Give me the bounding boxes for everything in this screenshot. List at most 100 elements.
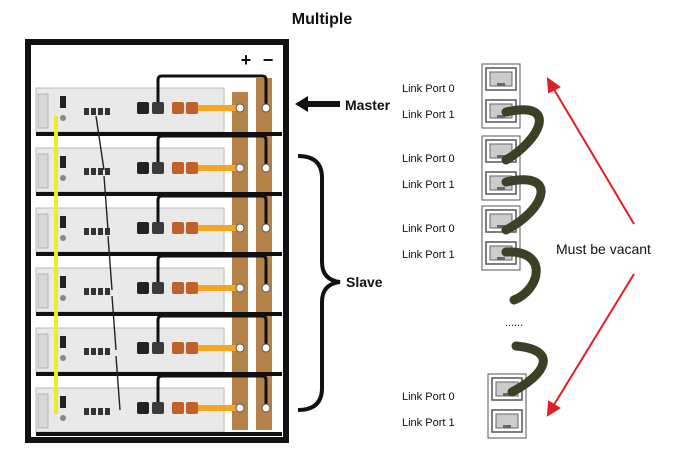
- comm-port-icon: [98, 168, 103, 175]
- positive-socket-icon: [186, 222, 198, 234]
- link-port-1-label: Link Port 1: [402, 417, 455, 429]
- shelf: [36, 372, 282, 376]
- comm-port-icon: [98, 228, 103, 235]
- comm-port-icon: [84, 288, 89, 295]
- rj45-port-icon: [491, 409, 523, 433]
- module-handle: [37, 213, 49, 249]
- slave-brace: [297, 154, 341, 412]
- comm-port-icon: [91, 348, 96, 355]
- positive-terminal-label: +: [241, 50, 252, 70]
- positive-socket-icon: [172, 162, 184, 174]
- shelf: [36, 252, 282, 256]
- busbar-bolt-icon: [261, 283, 271, 293]
- diagram-title: Multiple: [292, 11, 353, 28]
- arrow-head-up-icon: [546, 76, 561, 94]
- comm-port-icon: [91, 168, 96, 175]
- rj45-port-icon: [491, 377, 523, 401]
- rj45-port-icon: [485, 67, 517, 91]
- negative-socket-icon: [137, 282, 149, 294]
- slave-battery-module: [35, 134, 282, 196]
- link-cable: [501, 105, 544, 165]
- module-handle: [37, 93, 49, 129]
- positive-busbar: [232, 92, 248, 430]
- comm-port-icon: [84, 108, 89, 115]
- indicator-light-icon: [60, 175, 66, 181]
- shelf: [36, 192, 282, 196]
- positive-socket-icon: [186, 282, 198, 294]
- port-group-frame: [487, 373, 527, 439]
- slave-battery-module: [35, 254, 282, 316]
- positive-socket-icon: [186, 342, 198, 354]
- must-be-vacant-label: Must be vacant: [556, 241, 651, 257]
- module-handle: [37, 393, 49, 429]
- comm-port-icon: [91, 288, 96, 295]
- module-handle: [37, 273, 49, 309]
- negative-terminal-label: −: [263, 50, 274, 70]
- busbar-bolt-icon: [235, 283, 245, 293]
- port-group-frame: [481, 205, 521, 271]
- slave-label: Slave: [346, 274, 383, 290]
- comm-port-icon: [84, 168, 89, 175]
- master-battery-module: [35, 74, 282, 136]
- link-socket-icon: [152, 162, 164, 174]
- negative-cable: [156, 374, 268, 404]
- indicator-light-icon: [60, 295, 66, 301]
- arrow-head-down-icon: [546, 400, 561, 417]
- power-switch-icon: [60, 156, 66, 168]
- module-handle: [37, 333, 49, 369]
- negative-cable: [156, 74, 268, 104]
- battery-modules: [35, 74, 282, 436]
- busbar-bolt-icon: [235, 343, 245, 353]
- comm-port-icon: [84, 348, 89, 355]
- negative-socket-icon: [137, 342, 149, 354]
- power-switch-icon: [60, 96, 66, 108]
- power-switch-icon: [60, 336, 66, 348]
- negative-socket-icon: [137, 102, 149, 114]
- link-port-1-label: Link Port 1: [402, 179, 455, 191]
- negative-cable: [156, 314, 268, 344]
- comm-port-icon: [105, 108, 110, 115]
- slave-battery-module: [35, 374, 282, 436]
- link-port-0-label: Link Port 0: [402, 153, 455, 165]
- link-port-0-label: Link Port 0: [402, 391, 455, 403]
- positive-socket-icon: [172, 102, 184, 114]
- link-port-1-label: Link Port 1: [402, 109, 455, 121]
- comm-port-icon: [98, 408, 103, 415]
- comm-port-icon: [91, 108, 96, 115]
- positive-socket-icon: [186, 102, 198, 114]
- port-group-frame: [481, 63, 521, 129]
- busbar-bolt-icon: [261, 163, 271, 173]
- negative-cable: [156, 254, 268, 284]
- power-switch-icon: [60, 276, 66, 288]
- comm-port-icon: [105, 288, 110, 295]
- negative-cable: [156, 134, 268, 164]
- busbar-bolt-icon: [261, 103, 271, 113]
- link-socket-icon: [152, 402, 164, 414]
- link-cable: [507, 341, 548, 397]
- comm-port-icon: [105, 408, 110, 415]
- port-group-frame: [481, 135, 521, 201]
- link-port-0-label: Link Port 0: [402, 223, 455, 235]
- comm-port-icon: [98, 108, 103, 115]
- indicator-light-icon: [60, 355, 66, 361]
- comm-port-icon: [105, 348, 110, 355]
- comm-port-icon: [84, 228, 89, 235]
- negative-socket-icon: [137, 162, 149, 174]
- link-port-labels: Link Port 0 Link Port 1 Link Port 0 Link…: [402, 83, 455, 429]
- positive-socket-icon: [172, 402, 184, 414]
- positive-socket-icon: [172, 282, 184, 294]
- power-switch-icon: [60, 396, 66, 408]
- comm-port-icon: [98, 348, 103, 355]
- link-cable: [501, 175, 546, 235]
- master-label: Master: [345, 97, 391, 113]
- comm-daisy-chain: [95, 115, 121, 411]
- indicator-light-icon: [60, 415, 66, 421]
- link-port-1-label: Link Port 1: [402, 249, 455, 261]
- shelf: [36, 312, 282, 316]
- busbar-bolt-icon: [261, 223, 271, 233]
- ellipsis: ......: [505, 317, 523, 329]
- positive-socket-icon: [172, 222, 184, 234]
- indicator-light-icon: [60, 235, 66, 241]
- comm-port-icon: [91, 408, 96, 415]
- link-port-0-label: Link Port 0: [402, 83, 455, 95]
